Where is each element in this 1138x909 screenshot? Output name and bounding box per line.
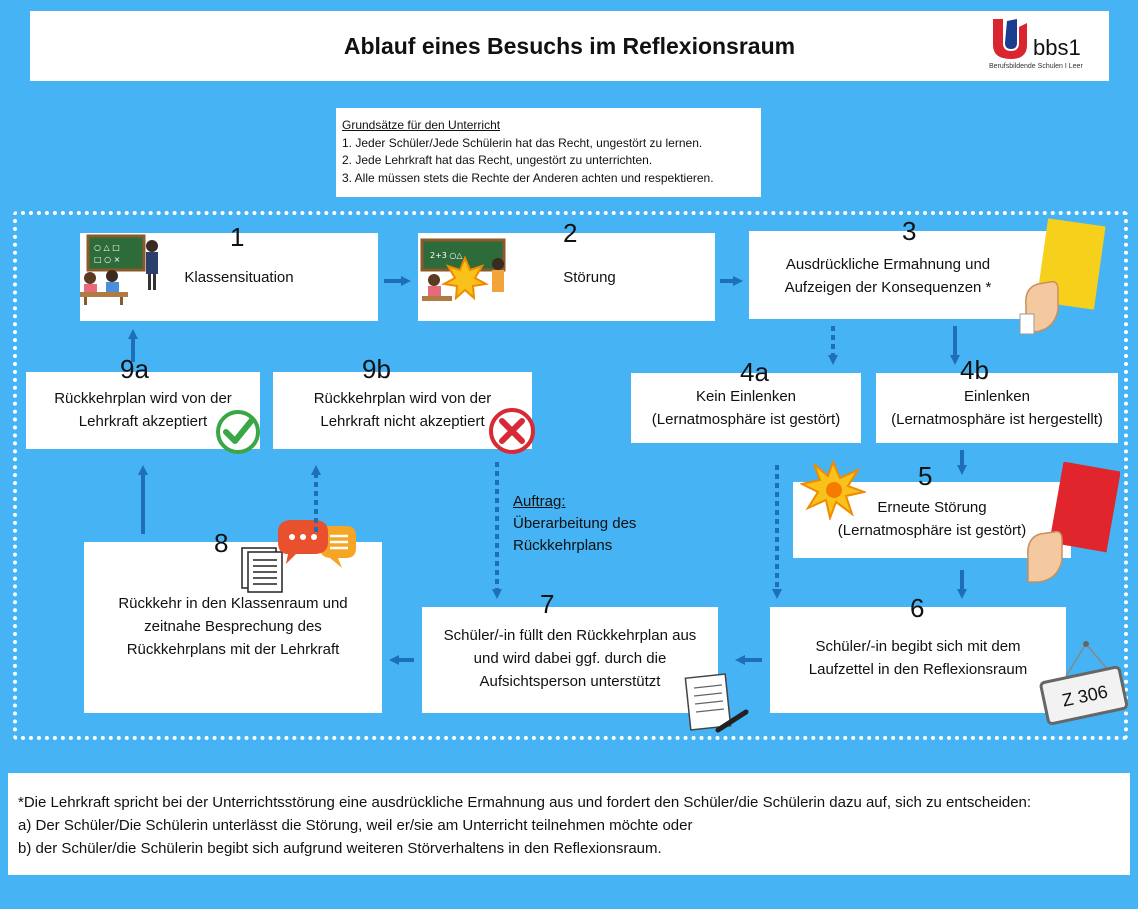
step-5-number: 5: [918, 461, 933, 491]
red-card-icon: [1027, 462, 1120, 583]
step-1-number: 1: [230, 222, 245, 252]
step-3-line1: Ausdrückliche Ermahnung und: [785, 256, 991, 273]
step-4a-number: 4a: [740, 357, 769, 387]
explosion-icon: [800, 460, 866, 520]
check-icon: [216, 410, 260, 454]
step-3-line2: Aufzeigen der Konsequenzen *: [784, 279, 992, 296]
step-4b-line2: (Lernatmosphäre ist hergestellt): [891, 411, 1103, 428]
step-4b-box: Einlenken (Lernatmosphäre ist hergestell…: [876, 373, 1118, 443]
step-9a-line2: Lehrkraft akzeptiert: [78, 413, 208, 430]
step-9b-number: 9b: [362, 354, 391, 384]
principle-item: 1. Jeder Schüler/Jede Schülerin hat das …: [342, 135, 703, 150]
logo-brand: bbs1: [1033, 35, 1081, 60]
footnote-line2: a) Der Schüler/Die Schülerin unterlässt …: [18, 817, 693, 834]
document-icon: [241, 547, 283, 593]
room-sign-icon: Z 306: [1036, 636, 1132, 732]
logo-emblem-icon: [993, 19, 1027, 59]
principle-item: 3. Alle müssen stets die Rechte der Ande…: [342, 170, 714, 185]
principles-box: Grundsätze für den Unterricht 1. Jeder S…: [336, 108, 761, 197]
step-4a-line1: Kein Einlenken: [695, 388, 797, 405]
step-2-number: 2: [563, 218, 578, 248]
step-7-line3: Aufsichtsperson unterstützt: [479, 673, 661, 690]
step-4b-number: 4b: [960, 355, 989, 385]
classroom-illustration: ○ △ □ □ ○ ×: [80, 234, 158, 305]
step-9a-line1: Rückkehrplan wird von der: [54, 390, 232, 407]
step-1-text: Klassensituation: [184, 268, 294, 286]
footnote-line1: *Die Lehrkraft spricht bei der Unterrich…: [18, 794, 1032, 811]
step-8-line3: Rückkehrplans mit der Lehrkraft: [126, 641, 340, 658]
page-title: Ablauf eines Besuchs im Reflexionsraum: [343, 32, 796, 59]
step-3-box: Ausdrückliche Ermahnung und Aufzeigen de…: [749, 231, 1047, 319]
step-6-line2: Laufzettel in den Reflexionsraum: [808, 661, 1028, 678]
svg-text:○ △ □: ○ △ □: [94, 243, 120, 252]
task-line2: Rückkehrplans: [513, 537, 613, 554]
step-8-number: 8: [214, 528, 229, 558]
step-3-number: 3: [902, 216, 917, 246]
principles-heading: Grundsätze für den Unterricht: [342, 118, 501, 132]
yellow-card-icon: [1019, 218, 1106, 335]
step-6-number: 6: [910, 593, 925, 623]
logo-subtitle: Berufsbildende Schulen I Leer: [989, 63, 1083, 70]
step-4b-line1: Einlenken: [964, 388, 1030, 405]
title-box: Ablauf eines Besuchs im Reflexionsraum b…: [30, 11, 1109, 81]
school-logo: bbs1 Berufsbildende Schulen I Leer: [989, 17, 1099, 75]
task-label: Auftrag: Überarbeitung des Rückkehrplans: [513, 491, 636, 557]
task-line1: Überarbeitung des: [513, 515, 637, 532]
step-9b-line2: Lehrkraft nicht akzeptiert: [320, 413, 485, 430]
step-9b-box: Rückkehrplan wird von der Lehrkraft nich…: [273, 372, 532, 449]
step-7-box: Schüler/-in füllt den Rückkehrplan aus u…: [422, 607, 718, 713]
step-6-line1: Schüler/-in begibt sich mit dem: [815, 638, 1021, 655]
step-7-line2: und wird dabei ggf. durch die: [473, 650, 667, 667]
form-and-pen-icon: [684, 673, 749, 733]
step-9b-line1: Rückkehrplan wird von der: [313, 390, 492, 407]
footnote-box: *Die Lehrkraft spricht bei der Unterrich…: [8, 773, 1130, 875]
step-6-box: Schüler/-in begibt sich mit dem Laufzett…: [770, 607, 1066, 713]
step-8-box: Rückkehr in den Klassenraum und zeitnahe…: [84, 542, 382, 713]
footnote-line3: b) der Schüler/die Schülerin begibt sich…: [18, 840, 662, 857]
disruption-illustration: 2+3 ○△: [420, 238, 506, 301]
cross-icon: [489, 408, 535, 454]
step-2-text: Störung: [563, 268, 616, 286]
task-heading: Auftrag:: [513, 493, 566, 510]
svg-text:2+3 ○△: 2+3 ○△: [430, 251, 463, 260]
step-8-line1: Rückkehr in den Klassenraum und: [118, 595, 348, 612]
step-7-line1: Schüler/-in füllt den Rückkehrplan aus: [443, 627, 697, 644]
svg-text:□ ○ ×: □ ○ ×: [94, 255, 120, 264]
step-4a-box: Kein Einlenken (Lernatmosphäre ist gestö…: [631, 373, 861, 443]
speech-bubbles-icon: [278, 520, 356, 568]
step-9a-box: Rückkehrplan wird von der Lehrkraft akze…: [26, 372, 260, 449]
step-4a-line2: (Lernatmosphäre ist gestört): [651, 411, 841, 428]
process-frame: [13, 211, 1128, 740]
step-5-line2: (Lernatmosphäre ist gestört): [837, 522, 1027, 539]
step-5-line1: Erneute Störung: [877, 499, 987, 516]
principle-item: 2. Jede Lehrkraft hat das Recht, ungestö…: [342, 153, 653, 167]
step-7-number: 7: [540, 589, 555, 619]
step-8-line2: zeitnahe Besprechung des: [144, 618, 322, 635]
